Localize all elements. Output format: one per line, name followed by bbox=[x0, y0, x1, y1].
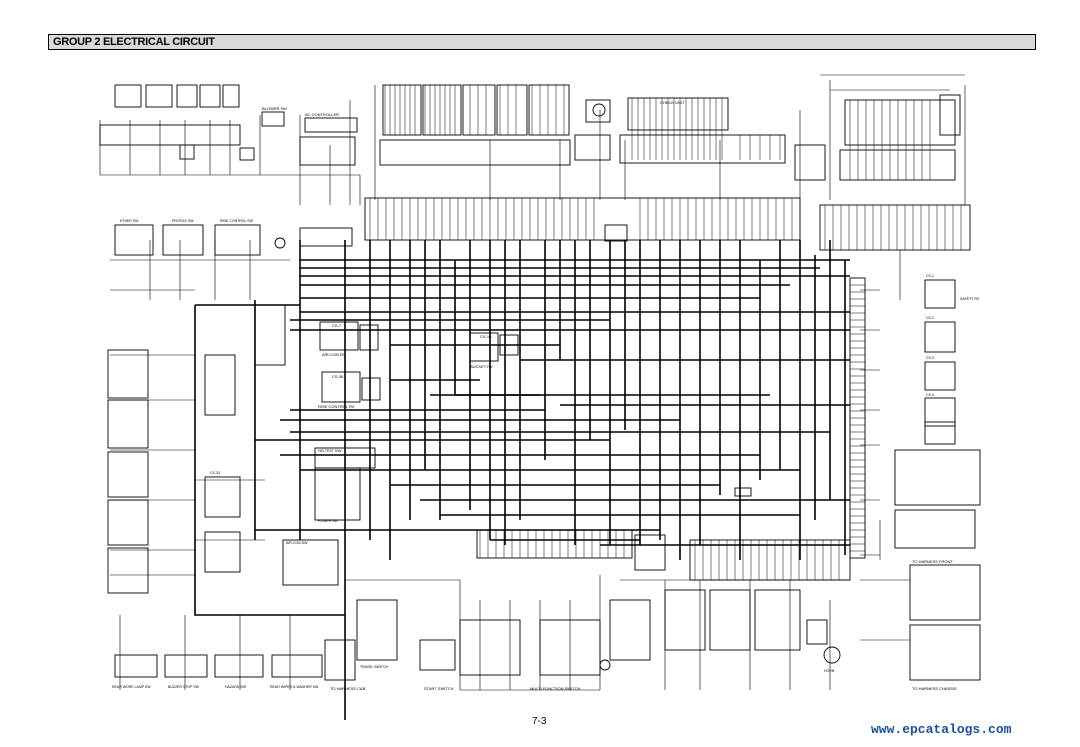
travel-switch-label: TRAVEL SWITCH bbox=[360, 665, 388, 669]
cs7-label: CS-7 bbox=[332, 323, 342, 328]
section-title: GROUP 2 ELECTRICAL CIRCUIT bbox=[53, 36, 215, 48]
top-center-connectors bbox=[379, 84, 786, 166]
connector-pins bbox=[369, 85, 962, 580]
section-header-bar: GROUP 2 ELECTRICAL CIRCUIT bbox=[48, 34, 1036, 50]
rear-work-lamp-sw-label: REAR WORK LAMP SW bbox=[112, 685, 151, 689]
main-connector-strips bbox=[299, 197, 971, 581]
cs10-label: CS-10 bbox=[480, 334, 492, 339]
horn-label: HORN bbox=[824, 669, 835, 673]
ride-control-sw-label: RIDE CONTROL SW bbox=[220, 219, 254, 223]
to-harness-chassis-label: TO HARNESS CHASSIS bbox=[912, 686, 957, 691]
power-sw-label: POWER SW bbox=[318, 519, 339, 523]
left-switch-column bbox=[107, 224, 286, 594]
cs33-label: CS-33 bbox=[210, 471, 220, 475]
watermark: www.epcatalogs.com bbox=[871, 722, 1012, 737]
bucket-rv-label: BUCKET RV bbox=[470, 364, 493, 369]
rear-wiper-washer-sw-label: REAR WIPER & WASHER SW bbox=[270, 685, 319, 689]
cs1-label: CS-1 bbox=[926, 274, 934, 278]
top-right-relay-block bbox=[794, 94, 961, 181]
page-number: 7-3 bbox=[532, 716, 547, 727]
cs2-label: CS-2 bbox=[926, 316, 934, 320]
buzzer-stop-sw-label: BUZZER STOP SW bbox=[168, 685, 200, 689]
to-harness-cab-label: TO HARNESS CAB bbox=[330, 686, 366, 691]
top-left-switch-group bbox=[99, 84, 358, 166]
multi-function-switch-label: MULTI FUNCTION SWITCH bbox=[530, 686, 580, 691]
main-harness-lines bbox=[194, 240, 850, 720]
start-switch-label: START SWITCH bbox=[424, 686, 454, 691]
right-side-relays bbox=[849, 277, 981, 681]
cs36-label: CS-36 bbox=[332, 374, 344, 379]
air-con-sw-label: AIR-CON SW bbox=[286, 541, 308, 545]
hazard-sw-label: HAZARD SW bbox=[225, 685, 247, 689]
cs4-label: CS-4 bbox=[926, 393, 934, 397]
bottom-switches bbox=[114, 589, 841, 681]
air-con-rv-label: AIR-CON RV bbox=[322, 352, 346, 357]
component-labels: CS-7 AIR-CON RV CS-36 RISE CONTROL RV CS… bbox=[112, 100, 980, 691]
thin-wiring bbox=[99, 74, 966, 691]
hid-test-label: HID TEST S/W bbox=[318, 449, 342, 453]
safety-rv-label: SAFETY RV bbox=[960, 297, 980, 301]
to-harness-front-label: TO HARNESS FRONT bbox=[912, 559, 953, 564]
ether-sw-label: ETHER SW bbox=[120, 219, 139, 223]
ac-controller-label: AC CONTROLLER bbox=[305, 112, 339, 117]
rise-control-rv-label: RISE CONTROL RV bbox=[318, 404, 355, 409]
center-relays bbox=[282, 321, 752, 586]
profile-sw-label: PROFILE SW bbox=[172, 219, 194, 223]
cs3-label: CS-3 bbox=[926, 356, 934, 360]
check-unit-label: CHECK UNIT bbox=[660, 100, 685, 105]
blower-sw-label: BLOWER SW bbox=[262, 106, 287, 111]
